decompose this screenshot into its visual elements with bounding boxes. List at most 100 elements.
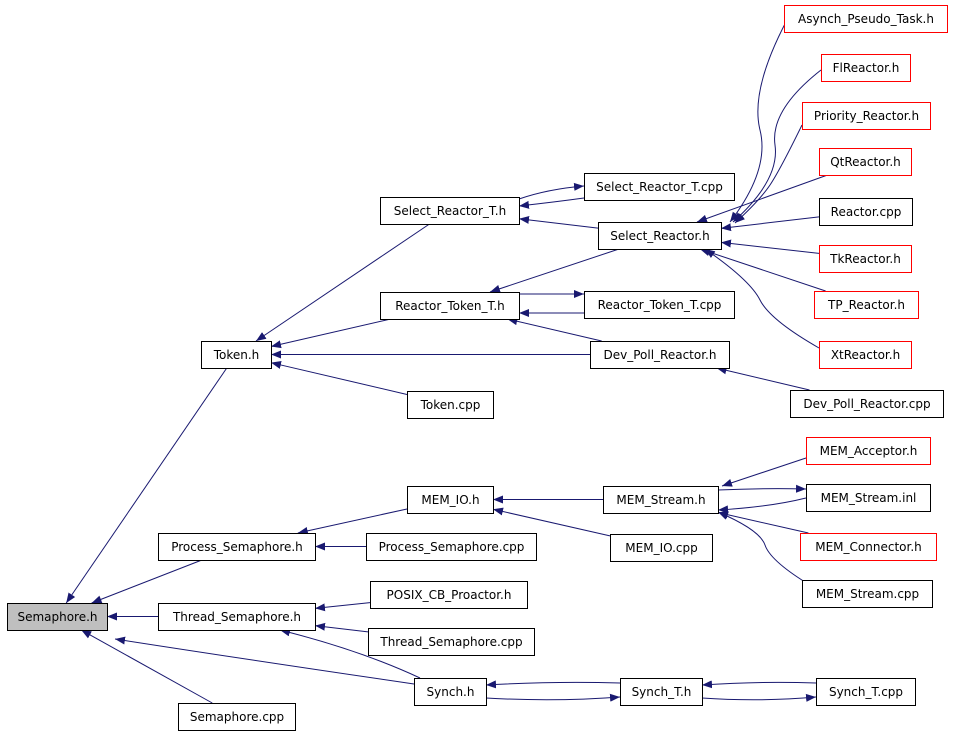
edge-token-h-to-semaphore-h (65, 367, 228, 604)
node-box (158, 603, 316, 631)
node-posix-cb-proactor-h[interactable]: POSIX_CB_Proactor.h (370, 581, 528, 609)
node-label: Semaphore.cpp (190, 710, 284, 724)
node-mem-acceptor-h[interactable]: MEM_Acceptor.h (806, 437, 931, 465)
node-label: Process_Semaphore.cpp (379, 540, 525, 554)
node-qtreactor-h[interactable]: QtReactor.h (819, 148, 912, 176)
node-select-reactor-t-cpp[interactable]: Select_Reactor_T.cpp (584, 173, 735, 201)
dependency-edges (65, 19, 828, 704)
node-label: TP_Reactor.h (827, 298, 905, 312)
node-mem-stream-cpp[interactable]: MEM_Stream.cpp (802, 580, 933, 608)
node-box (800, 533, 937, 561)
node-box (158, 533, 316, 561)
node-box (620, 678, 703, 706)
node-synch-t-cpp[interactable]: Synch_T.cpp (816, 678, 916, 706)
node-mem-io-h[interactable]: MEM_IO.h (407, 486, 494, 514)
node-select-reactor-h[interactable]: Select_Reactor.h (598, 222, 722, 250)
node-reactor-cpp[interactable]: Reactor.cpp (819, 198, 913, 226)
node-label: Asynch_Pseudo_Task.h (798, 12, 934, 26)
edge-synch-t-cpp-to-synch-t-h (701, 680, 817, 689)
node-label: MEM_Acceptor.h (820, 444, 918, 458)
node-box (370, 581, 528, 609)
edge-qtreactor-h-to-select-reactor-h (696, 174, 828, 223)
node-synch-h[interactable]: Synch.h (414, 678, 487, 706)
node-flreactor-h[interactable]: FlReactor.h (821, 54, 911, 82)
node-box (821, 54, 911, 82)
node-reactor-token-t-cpp[interactable]: Reactor_Token_T.cpp (584, 291, 735, 319)
node-mem-stream-h[interactable]: MEM_Stream.h (603, 486, 719, 514)
node-label: Reactor_Token_T.h (395, 299, 505, 313)
node-label: XtReactor.h (831, 348, 900, 362)
node-box (603, 486, 719, 514)
node-box (178, 703, 296, 731)
node-label: Token.h (213, 348, 260, 362)
edge-mem-acceptor-h-to-mem-stream-h (721, 457, 807, 487)
edge-synch-h-to-thread-semaphore-h (279, 628, 421, 679)
node-process-semaphore-h[interactable]: Process_Semaphore.h (158, 533, 316, 561)
node-box (7, 603, 108, 631)
node-xtreactor-h[interactable]: XtReactor.h (819, 341, 912, 369)
node-thread-semaphore-cpp[interactable]: Thread_Semaphore.cpp (368, 628, 535, 656)
node-dev-poll-reactor-h[interactable]: Dev_Poll_Reactor.h (590, 341, 730, 369)
node-semaphore-h: Semaphore.h (7, 603, 108, 631)
node-asynch-pseudo-task-h[interactable]: Asynch_Pseudo_Task.h (784, 5, 948, 33)
edge-posix-cb-proactor-h-to-thread-semaphore-h (314, 602, 371, 612)
edge-asynch-pseudo-task-h-to-select-reactor-h (729, 19, 788, 223)
edge-mem-stream-h-to-mem-stream-inl (717, 484, 807, 493)
node-label: Thread_Semaphore.h (172, 610, 301, 624)
node-box (819, 341, 912, 369)
node-tkreactor-h[interactable]: TkReactor.h (819, 245, 912, 273)
edge-mem-io-cpp-to-mem-io-h (492, 507, 611, 537)
node-box (407, 486, 494, 514)
node-process-semaphore-cpp[interactable]: Process_Semaphore.cpp (366, 533, 537, 561)
node-box (610, 534, 713, 562)
edge-synch-t-h-to-synch-h (485, 680, 621, 689)
node-box (201, 341, 272, 369)
node-box (802, 102, 931, 130)
node-label: Semaphore.h (17, 610, 97, 624)
node-token-cpp[interactable]: Token.cpp (407, 391, 494, 419)
edge-mem-io-h-to-process-semaphore-h (297, 508, 408, 535)
node-label: MEM_IO.h (421, 493, 479, 507)
node-mem-stream-inl[interactable]: MEM_Stream.inl (806, 484, 931, 512)
node-label: Priority_Reactor.h (814, 109, 919, 123)
node-box (414, 678, 487, 706)
node-label: Dev_Poll_Reactor.h (604, 348, 717, 362)
node-label: Select_Reactor_T.h (394, 204, 506, 218)
node-box (806, 484, 931, 512)
node-mem-connector-h[interactable]: MEM_Connector.h (800, 533, 937, 561)
node-box (590, 341, 730, 369)
edge-synch-h-to-semaphore-h (114, 636, 415, 685)
node-label: Reactor.cpp (831, 205, 902, 219)
node-box (819, 245, 912, 273)
node-box (819, 198, 913, 226)
edge-mem-stream-inl-to-mem-stream-h (717, 497, 807, 514)
node-token-h[interactable]: Token.h (201, 341, 272, 369)
node-mem-io-cpp[interactable]: MEM_IO.cpp (610, 534, 713, 562)
edge-process-semaphore-h-to-semaphore-h (91, 559, 203, 604)
node-box (584, 291, 735, 319)
node-box (368, 628, 535, 656)
edge-mem-connector-h-to-mem-stream-h (717, 510, 809, 534)
edge-select-reactor-t-cpp-to-select-reactor-t-h (518, 197, 585, 209)
node-label: MEM_IO.cpp (625, 541, 697, 555)
node-select-reactor-t-h[interactable]: Select_Reactor_T.h (380, 197, 520, 225)
node-label: Reactor_Token_T.cpp (598, 298, 722, 312)
node-tp-reactor-h[interactable]: TP_Reactor.h (814, 291, 919, 319)
node-synch-t-h[interactable]: Synch_T.h (620, 678, 703, 706)
edge-dev-poll-reactor-cpp-to-dev-poll-reactor-h (716, 366, 810, 391)
node-box (784, 5, 948, 33)
edge-thread-semaphore-cpp-to-thread-semaphore-h (314, 622, 369, 633)
node-reactor-token-t-h[interactable]: Reactor_Token_T.h (380, 292, 520, 320)
edge-synch-h-to-synch-t-h (485, 693, 621, 702)
node-box (806, 437, 931, 465)
edge-select-reactor-h-to-reactor-token-t-h (489, 248, 620, 293)
node-dev-poll-reactor-cpp[interactable]: Dev_Poll_Reactor.cpp (790, 390, 944, 418)
node-thread-semaphore-h[interactable]: Thread_Semaphore.h (158, 603, 316, 631)
node-label: Select_Reactor.h (610, 229, 709, 243)
node-label: POSIX_CB_Proactor.h (387, 588, 512, 602)
node-semaphore-cpp[interactable]: Semaphore.cpp (178, 703, 296, 731)
node-priority-reactor-h[interactable]: Priority_Reactor.h (802, 102, 931, 130)
node-label: Token.cpp (420, 398, 481, 412)
